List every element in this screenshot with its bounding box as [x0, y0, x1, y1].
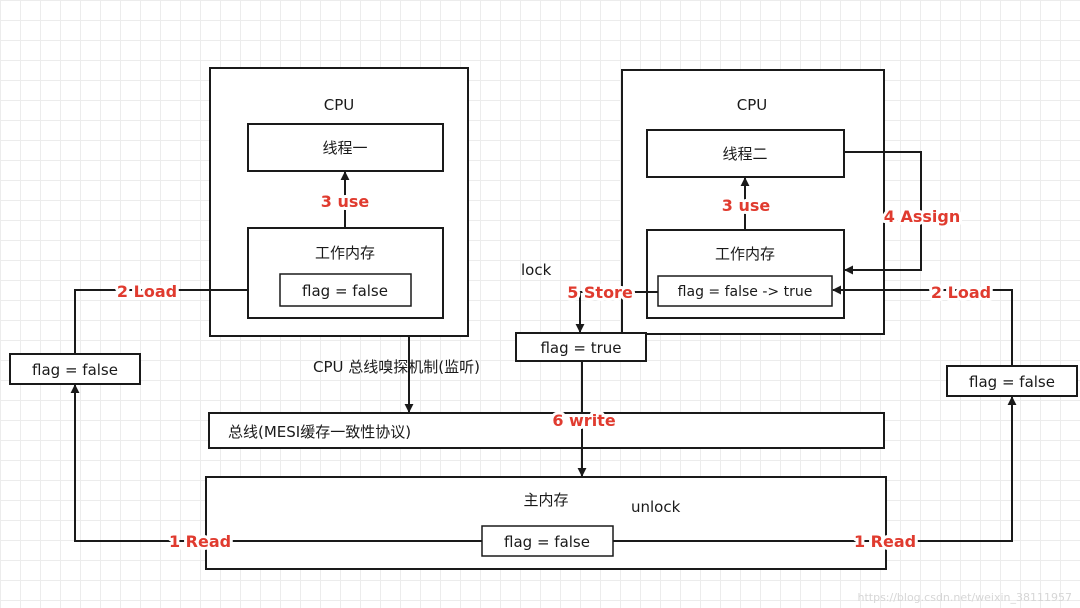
store-arrow	[575, 291, 658, 333]
thread2-label: 线程二	[722, 145, 767, 163]
step-use-left: 3 use	[321, 192, 370, 211]
load-left-edge	[74, 289, 248, 354]
main-flag-box	[481, 525, 614, 557]
store-flag-box	[515, 332, 647, 362]
thread2-box	[646, 129, 845, 178]
right-flag-label: flag = false	[969, 373, 1055, 391]
cpu1-title: CPU	[324, 96, 355, 114]
store-flag-label: flag = true	[540, 339, 621, 357]
watermark: https://blog.csdn.net/weixin_38111957	[857, 591, 1072, 604]
step-read-left: 1 Read	[169, 532, 231, 551]
step-use-right: 3 use	[722, 196, 771, 215]
flag1-box	[279, 273, 412, 307]
unlock-label: unlock	[631, 498, 681, 516]
load-right-arrow	[832, 285, 1013, 366]
step-store: 5 Store	[567, 283, 633, 302]
workmem2-label: 工作内存	[715, 245, 775, 263]
read-left-arrow	[70, 384, 482, 542]
step-read-right: 1 Read	[854, 532, 916, 551]
step-load-right: 2 Load	[931, 283, 991, 302]
bus-box	[208, 412, 885, 449]
main-flag-label: flag = false	[504, 533, 590, 551]
right-flag-box	[946, 365, 1078, 397]
thread1-label: 线程一	[322, 139, 367, 157]
assign-arrow	[844, 151, 922, 275]
step-write: 6 write	[552, 411, 616, 430]
left-flag-label: flag = false	[32, 361, 118, 379]
lock-label: lock	[521, 261, 552, 279]
flag1-label: flag = false	[302, 282, 388, 300]
main-memory-label: 主内存	[523, 491, 568, 509]
step-load-left: 2 Load	[117, 282, 177, 301]
sniff-label: CPU 总线嗅探机制(监听)	[313, 358, 480, 376]
thread1-box	[247, 123, 444, 172]
read-right-arrow	[613, 396, 1017, 542]
left-flag-box	[9, 353, 141, 385]
cpu2-title: CPU	[737, 96, 768, 114]
bus-label: 总线(MESI缓存一致性协议)	[228, 423, 411, 441]
flag2-label: flag = false -> true	[678, 284, 813, 300]
workmem1-label: 工作内存	[315, 244, 375, 262]
step-assign: 4 Assign	[884, 207, 960, 226]
